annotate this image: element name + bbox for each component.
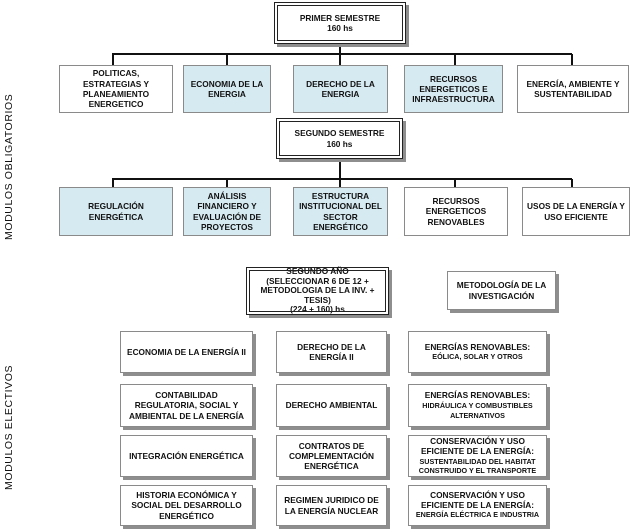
connector-line [226, 179, 228, 188]
elective-energy-integration: INTEGRACIÓN ENERGÉTICA [120, 435, 253, 477]
second-year-box: SEGUNDO AÑO (SELECCIONAR 6 DE 12 + METOD… [246, 266, 389, 315]
second-year-methodology-note: METODOLOGIA DE LA INV. + TESIS) [260, 285, 375, 305]
connector-line [339, 44, 341, 54]
elective-complementation-contracts: CONTRATOS DE COMPLEMENTACIÓN ENERGÉTICA [276, 435, 387, 477]
module-institutional-structure: ESTRUCTURA INSTITUCIONAL DEL SECTOR ENER… [293, 187, 388, 236]
connector-line [339, 179, 341, 188]
research-methodology-box: METODOLOGÍA DE LA INVESTIGACIÓN [447, 271, 556, 310]
elective-renewables-hydro: ENERGÍAS RENOVABLES: HIDRÁULICA Y COMBUS… [408, 384, 547, 427]
connector-line [112, 178, 572, 180]
first-semester-title: PRIMER SEMESTRE [299, 12, 381, 23]
first-semester-hours: 160 hs [327, 23, 353, 33]
first-semester-box: PRIMER SEMESTRE 160 hs [274, 2, 406, 44]
mandatory-modules-label: MODULOS OBLIGATORIOS [3, 93, 15, 240]
elective-energy-law-ii: DERECHO DE LA ENERGÍA II [276, 331, 387, 373]
elective-renewables-wind-solar: ENERGÍAS RENOVABLES: EÓLICA, SOLAR Y OTR… [408, 331, 547, 373]
module-energy-resources: RECURSOS ENERGETICOS E INFRAESTRUCTURA [404, 65, 503, 113]
connector-line [571, 179, 573, 188]
second-semester-hours: 160 hs [326, 138, 353, 149]
module-energy-uses: USOS DE LA ENERGÍA Y USO EFICIENTE [522, 187, 630, 236]
module-energy-economics: ECONOMIA DE LA ENERGIA [183, 65, 271, 113]
connector-line [454, 179, 456, 188]
connector-line [226, 54, 228, 66]
module-energy-law: DERECHO DE LA ENERGIA [293, 65, 388, 113]
connector-line [112, 54, 114, 66]
connector-line [339, 159, 341, 179]
elective-nuclear-regime: REGIMEN JURIDICO DE LA ENERGÍA NUCLEAR [276, 485, 387, 526]
elective-efficiency-habitat: CONSERVACIÓN Y USO EFICIENTE DE LA ENERG… [408, 435, 547, 477]
connector-line [571, 54, 573, 66]
second-semester-box: SEGUNDO SEMESTRE 160 hs [276, 118, 403, 159]
connector-line [112, 179, 114, 188]
module-financial-analysis: ANÁLISIS FINANCIERO Y EVALUACIÓN DE PROY… [183, 187, 271, 236]
module-renewable-resources: RECURSOS ENERGETICOS RENOVABLES [404, 187, 508, 236]
elective-modules-label: MODULOS ELECTIVOS [3, 364, 15, 490]
connector-line [454, 54, 456, 66]
second-semester-title: SEGUNDO SEMESTRE [294, 128, 385, 139]
elective-efficiency-electric: CONSERVACIÓN Y USO EFICIENTE DE LA ENERG… [408, 485, 547, 526]
second-year-title: SEGUNDO AÑO [286, 266, 349, 277]
module-policies: POLITICAS, ESTRATEGIAS Y PLANEAMIENTO EN… [59, 65, 173, 113]
elective-energy-economics-ii: ECONOMIA DE LA ENERGÍA II [120, 331, 253, 373]
elective-environmental-law: DERECHO AMBIENTAL [276, 384, 387, 427]
connector-line [339, 54, 341, 66]
second-year-hours: (224 + 160) hs [290, 304, 345, 315]
elective-economic-history: HISTORIA ECONÓMICA Y SOCIAL DEL DESARROL… [120, 485, 253, 526]
elective-regulatory-accounting: CONTABILIDAD REGULATORIA, SOCIAL Y AMBIE… [120, 384, 253, 427]
module-energy-environment: ENERGÍA, AMBIENTE Y SUSTENTABILIDAD [517, 65, 629, 113]
second-year-selection: (SELECCIONAR 6 DE 12 + [266, 275, 369, 286]
module-energy-regulation: REGULACIÓN ENERGÉTICA [59, 187, 173, 236]
connector-line [112, 53, 572, 55]
